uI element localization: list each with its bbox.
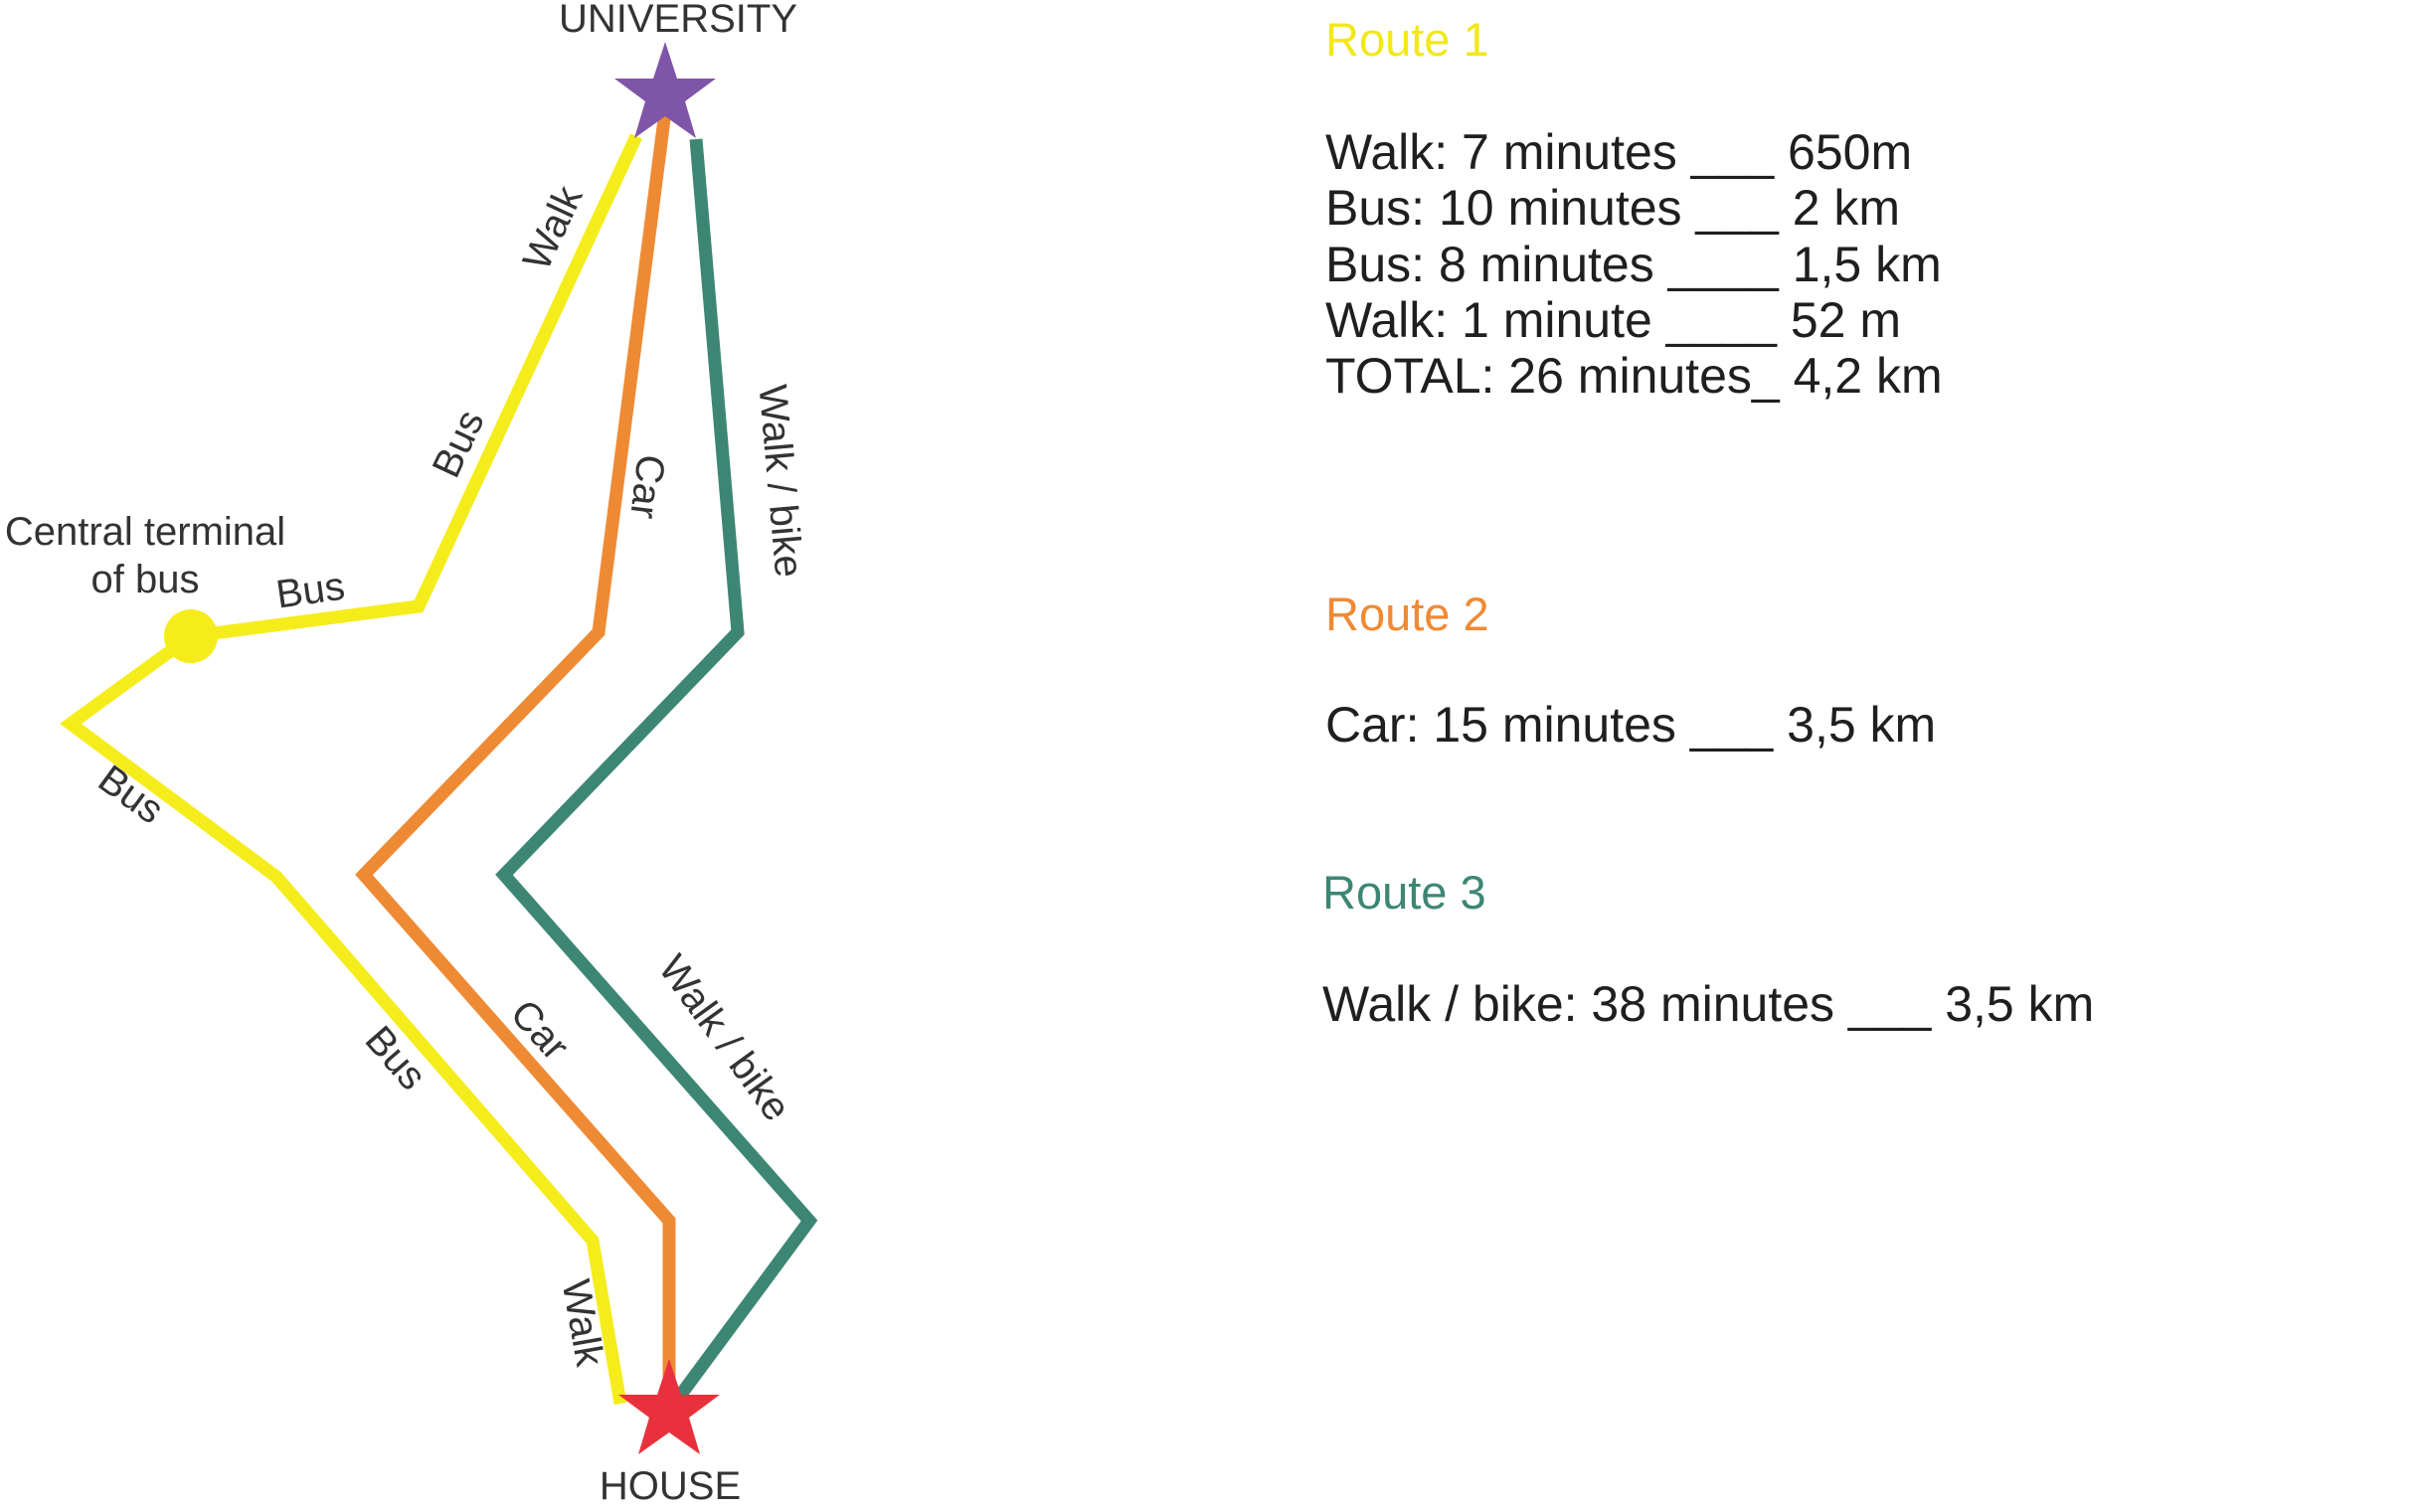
terminal-label-line2: of bus: [91, 558, 200, 601]
university-label: UNIVERSITY: [559, 0, 797, 41]
segment-label-car-lower: Car: [502, 992, 578, 1069]
route-1-line: Bus: 8 minutes ____ 1,5 km: [1325, 237, 1942, 292]
segment-label-walkbike-lower: Walk / bike: [650, 947, 799, 1129]
route-1-line: Bus: 10 minutes ___ 2 km: [1325, 180, 1900, 236]
route-1-path: [60, 133, 642, 1406]
university-star-icon: [614, 42, 716, 138]
route-3-line: Walk / bike: 38 minutes ___ 3,5 km: [1322, 976, 2094, 1032]
route-1-title: Route 1: [1325, 13, 1489, 66]
route-2-line: Car: 15 minutes ___ 3,5 km: [1325, 697, 1936, 753]
segment-label-car-upper: Car: [621, 452, 673, 521]
house-label: HOUSE: [600, 1464, 741, 1507]
house-star-icon: [618, 1359, 720, 1454]
route-1-line: Walk: 1 minute ____ 52 m: [1325, 292, 1901, 348]
route-1-total: TOTAL: 26 minutes_ 4,2 km: [1325, 348, 1943, 404]
route-1-line: Walk: 7 minutes ___ 650m: [1325, 124, 1912, 180]
route-3-title: Route 3: [1322, 866, 1486, 919]
route-3-path: [495, 138, 818, 1404]
bus-terminal-marker: [164, 609, 218, 663]
route-2-path: [355, 110, 676, 1384]
segment-label-bus-terminal: Bus: [273, 565, 347, 617]
route-2-title: Route 2: [1325, 588, 1489, 640]
terminal-label-line1: Central terminal: [5, 510, 285, 554]
segment-label-bus-lower: Bus: [357, 1018, 434, 1098]
segment-label-walkbike-upper: Walk / bike: [751, 383, 811, 579]
segment-label-bus-left: Bus: [90, 756, 172, 832]
